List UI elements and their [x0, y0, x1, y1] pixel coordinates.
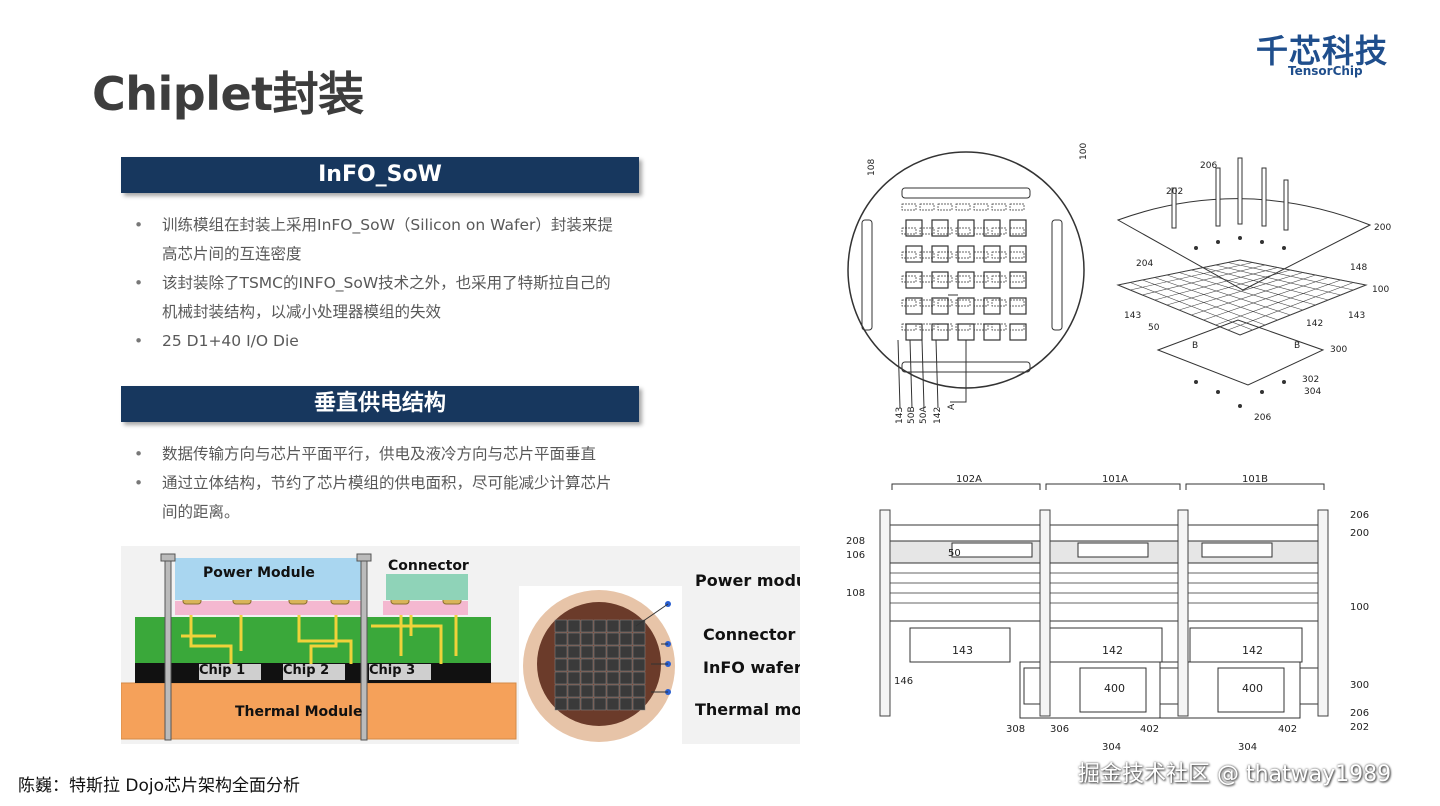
ref-102a: 102A — [956, 474, 982, 485]
ref-206-bottom: 206 — [1350, 708, 1369, 719]
ref-148: 148 — [1350, 263, 1367, 273]
ref-b-right: B — [1294, 341, 1300, 351]
info-sow-bullet-list: 训练模组在封装上采用InFO_SoW（Silicon on Wafer）封装来提… — [134, 211, 624, 356]
ref-142: 142 — [1306, 319, 1323, 329]
ref-206-bottom: 206 — [1254, 413, 1271, 423]
logo-chinese: 千芯科技 — [1256, 32, 1389, 70]
ref-400-b: 400 — [1242, 682, 1263, 695]
ref-402-b: 402 — [1278, 724, 1297, 735]
ref-202: 202 — [1166, 187, 1183, 197]
wafer-die-grid — [554, 619, 646, 711]
ref-142: 142 — [933, 407, 943, 424]
section-heading-info-sow: InFO_SoW — [121, 157, 639, 193]
ref-206-top: 206 — [1350, 510, 1369, 521]
ref-206: 206 — [1200, 161, 1217, 171]
ref-143: 143 — [1124, 311, 1141, 321]
list-item: 通过立体结构，节约了芯片模组的供电面积，尽可能减少计算芯片间的距离。 — [134, 469, 624, 527]
thermal-module-block — [121, 682, 517, 740]
list-item: 训练模组在封装上采用InFO_SoW（Silicon on Wafer）封装来提… — [134, 211, 624, 269]
logo-english: TensorChip — [1288, 64, 1363, 78]
ref-50a: 50A — [919, 406, 929, 424]
label-wafer-thermal-module: Thermal module — [695, 700, 800, 719]
label-thermal-module: Thermal Module — [235, 704, 362, 720]
ref-50b: 50B — [907, 406, 917, 424]
ref-143: 143 — [952, 644, 973, 657]
ref-106: 106 — [846, 550, 865, 561]
ref-b-left: B — [1192, 341, 1198, 351]
ref-a: A — [947, 403, 957, 410]
ref-100: 100 — [1372, 285, 1389, 295]
patent-cross-section: 102A 101A 101B 50 143 142 142 400 400 20… — [846, 474, 1369, 753]
label-wafer-power-module: Power module — [695, 571, 800, 590]
ref-101a: 101A — [1102, 474, 1128, 485]
ref-308: 308 — [1006, 724, 1025, 735]
ref-304-a: 304 — [1102, 742, 1121, 753]
label-chip-1: Chip 1 — [199, 663, 245, 678]
ref-101b: 101B — [1242, 474, 1268, 485]
patent-exploded-view: 206 202 200 204 148 100 143 50 142 143 B… — [1116, 157, 1391, 423]
patent-die-grid — [901, 203, 1027, 341]
label-wafer-info-wafer: InFO wafer — [703, 658, 800, 677]
exploded-pins — [1171, 157, 1289, 231]
ref-300: 300 — [1350, 680, 1369, 691]
ref-402-a: 402 — [1140, 724, 1159, 735]
ref-304: 304 — [1304, 387, 1321, 397]
ref-146: 146 — [894, 676, 913, 687]
patent-wafer-top-view: 108 100 143 50B 50A 142 A — [847, 143, 1089, 424]
page-title: Chiplet封装 — [92, 67, 364, 121]
vertical-power-stack-diagram: Power Module Connector Chip 1 Chip 2 Chi… — [121, 546, 800, 744]
vertical-pins — [879, 509, 1329, 717]
redistribution-layers — [880, 572, 1320, 604]
list-item: 该封装除了TSMC的INFO_SoW技术之外，也采用了特斯拉自己的机械封装结构，… — [134, 269, 624, 327]
ref-142-a: 142 — [1102, 644, 1123, 657]
list-item: 数据传输方向与芯片平面平行，供电及液冷方向与芯片平面垂直 — [134, 440, 624, 469]
ref-202: 202 — [1350, 722, 1369, 733]
exploded-die-grid — [1117, 259, 1367, 336]
ref-142-b: 142 — [1242, 644, 1263, 657]
ref-200: 200 — [1374, 223, 1391, 233]
vertical-power-bullet-list: 数据传输方向与芯片平面平行，供电及液冷方向与芯片平面垂直 通过立体结构，节约了芯… — [134, 440, 624, 527]
ref-50: 50 — [948, 548, 961, 559]
ref-400-a: 400 — [1104, 682, 1125, 695]
label-wafer-connector: Connector — [703, 625, 795, 644]
ref-143-right: 143 — [1348, 311, 1365, 321]
section-heading-vertical-power: 垂直供电结构 — [121, 386, 639, 422]
ref-208: 208 — [846, 536, 865, 547]
ref-304-b: 304 — [1238, 742, 1257, 753]
connector-block — [386, 574, 468, 600]
mounting-bolts — [160, 553, 372, 741]
list-item: 25 D1+40 I/O Die — [134, 327, 624, 356]
ref-108: 108 — [867, 159, 877, 176]
watermark: 掘金技术社区 @ thatway1989 — [1078, 762, 1392, 787]
ref-143: 143 — [895, 407, 905, 424]
ref-204: 204 — [1136, 259, 1153, 269]
label-chip-2: Chip 2 — [283, 663, 329, 678]
routing-traces — [181, 614, 458, 664]
label-chip-3: Chip 3 — [369, 663, 415, 678]
power-module-block — [175, 558, 361, 600]
source-caption: 陈巍：特斯拉 Dojo芯片架构全面分析 — [18, 776, 301, 796]
ref-100: 100 — [1079, 143, 1089, 160]
ref-306: 306 — [1050, 724, 1069, 735]
ref-100: 100 — [1350, 602, 1369, 613]
ref-302: 302 — [1302, 375, 1319, 385]
ref-50: 50 — [1148, 323, 1160, 333]
label-power-module: Power Module — [203, 565, 315, 581]
label-connector: Connector — [388, 558, 469, 574]
ref-300: 300 — [1330, 345, 1347, 355]
ref-108: 108 — [846, 588, 865, 599]
ref-200: 200 — [1350, 528, 1369, 539]
